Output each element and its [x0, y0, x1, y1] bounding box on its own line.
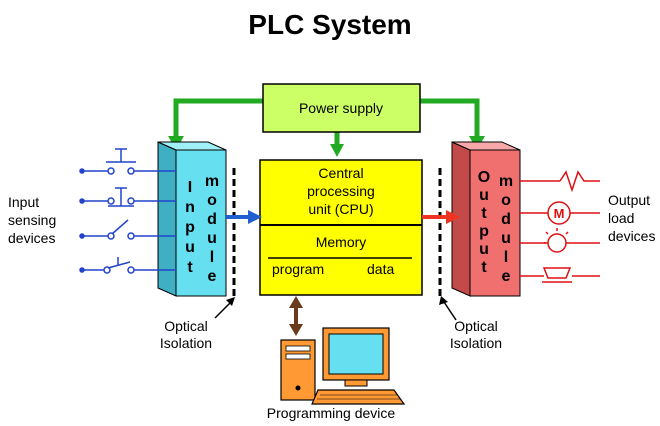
- output-devices-line3: devices: [608, 228, 655, 244]
- cpu-block: Central processing unit (CPU) Memory pro…: [259, 159, 423, 296]
- lamp-icon: [520, 228, 600, 253]
- motor-symbol-label: M: [554, 206, 565, 221]
- output-module-front-face: [469, 149, 521, 297]
- optical-isolation-right-line1: Optical: [454, 318, 498, 334]
- memory-label: Memory: [316, 234, 367, 250]
- toggle-switch-icon: [82, 219, 176, 240]
- memory-data-label: data: [367, 261, 394, 277]
- power-arrow-to-output: [420, 98, 480, 138]
- power-supply-label: Power supply: [299, 100, 383, 116]
- input-module-front-face: [175, 149, 227, 297]
- optical-isolation-right-line2: Isolation: [450, 335, 502, 351]
- page-title: PLC System: [248, 9, 411, 40]
- programming-computer-icon: [280, 327, 406, 405]
- computer-screen: [328, 333, 384, 375]
- input-module-left-face: [157, 141, 177, 297]
- input-devices-line2: sensing: [8, 212, 56, 228]
- power-arrow-to-input: [173, 98, 266, 138]
- isolation-pointer-left: [214, 297, 235, 319]
- heater-icon: [520, 170, 600, 193]
- output-wiring: M: [520, 170, 600, 283]
- cpu-label-line2: processing: [307, 183, 375, 199]
- power-supply: Power supply: [262, 83, 421, 133]
- input-wiring: [79, 148, 176, 274]
- input-devices-line3: devices: [8, 230, 55, 246]
- output-devices-line2: load: [608, 210, 634, 226]
- memory-program-label: program: [272, 261, 324, 277]
- input-devices-line1: Input: [8, 194, 39, 210]
- power-supply-box: [262, 83, 421, 133]
- computer-keyboard: [311, 389, 406, 405]
- isolation-pointer-right: [439, 296, 457, 321]
- horn-icon: [520, 267, 600, 283]
- cpu-label-line1: Central: [318, 165, 363, 181]
- output-signal-arrow: [422, 210, 460, 224]
- cpu-label-line3: unit (CPU): [308, 201, 373, 217]
- optical-isolation-left-line1: Optical: [164, 318, 208, 334]
- motor-icon: M: [520, 201, 600, 225]
- pushbutton-no-icon: [82, 148, 176, 175]
- limit-switch-icon: [82, 257, 176, 274]
- optical-isolation-left-line2: Isolation: [160, 335, 212, 351]
- input-signal-arrow: [226, 210, 262, 224]
- pushbutton-nc-icon: [82, 187, 176, 207]
- cpu-box: [259, 159, 423, 296]
- programming-link-arrow: [289, 296, 303, 336]
- programming-device-label: Programming device: [267, 405, 396, 421]
- output-devices-line1: Output: [608, 192, 650, 208]
- power-arrow-head-cpu: [330, 144, 344, 157]
